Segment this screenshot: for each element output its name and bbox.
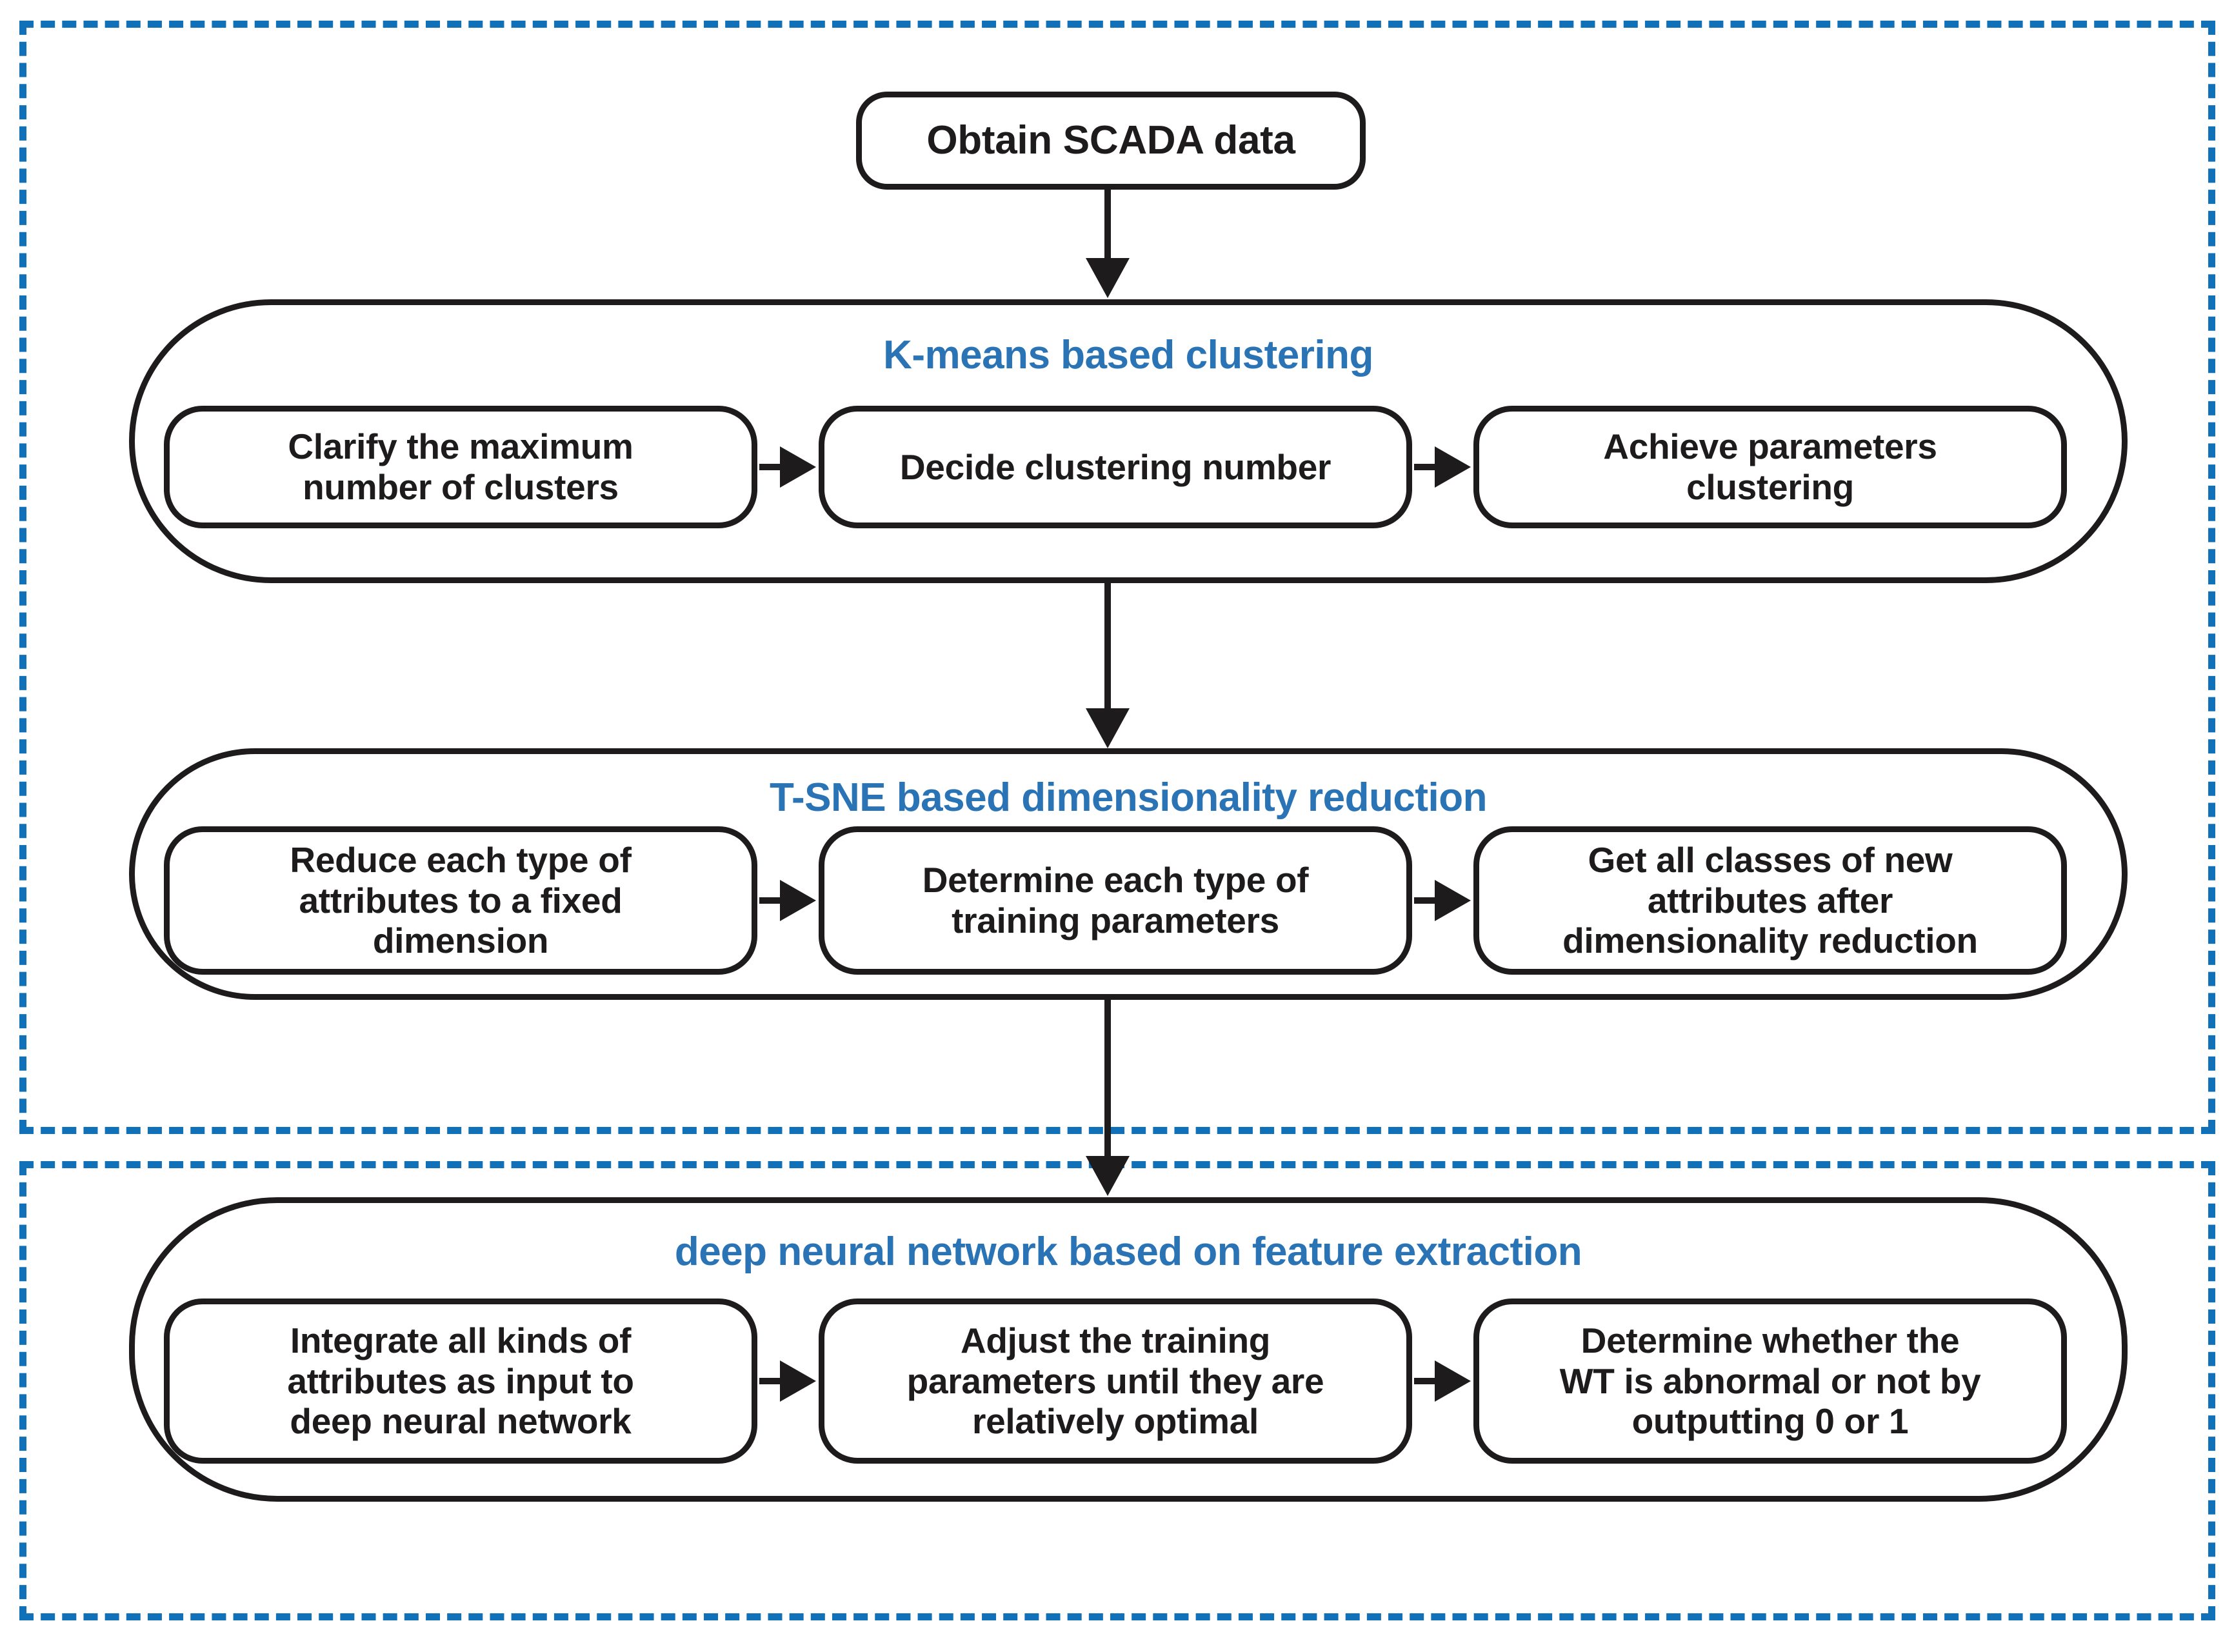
- stage-tsne-title: T-SNE based dimensionality reduction: [770, 775, 1488, 820]
- arrow-right-icon: [1435, 446, 1471, 488]
- arrow-right-icon: [780, 446, 816, 488]
- step-decide-clustering-number-label: Decide clustering number: [899, 446, 1331, 487]
- connector-line: [759, 464, 797, 470]
- step-achieve-parameters-clustering[interactable]: Achieve parameters clustering: [1473, 406, 2067, 528]
- step-determine-training-parameters[interactable]: Determine each type of training paramete…: [819, 826, 1412, 975]
- step-integrate-attributes-input[interactable]: Integrate all kinds of attributes as inp…: [164, 1299, 757, 1464]
- connector-line: [759, 897, 797, 904]
- arrow-right-icon: [780, 1360, 816, 1402]
- stage-kmeans-clustering: K-means based clustering Clarify the max…: [129, 299, 2128, 583]
- stage-kmeans-title: K-means based clustering: [883, 333, 1373, 377]
- connector-line: [1414, 1378, 1451, 1384]
- step-clarify-max-clusters-label: Clarify the maximum number of clusters: [288, 426, 633, 507]
- step-adjust-training-parameters-label: Adjust the training parameters until the…: [906, 1320, 1324, 1442]
- stage-tsne-dimensionality-reduction: T-SNE based dimensionality reduction Red…: [129, 748, 2128, 1000]
- connector-line: [759, 1378, 797, 1384]
- step-achieve-parameters-clustering-label: Achieve parameters clustering: [1603, 426, 1937, 507]
- arrow-right-icon: [1435, 880, 1471, 921]
- step-reduce-attributes-fixed-dimension[interactable]: Reduce each type of attributes to a fixe…: [164, 826, 757, 975]
- stage-dnn-title: deep neural network based on feature ext…: [674, 1229, 1582, 1274]
- step-adjust-training-parameters[interactable]: Adjust the training parameters until the…: [819, 1299, 1412, 1464]
- step-decide-clustering-number[interactable]: Decide clustering number: [819, 406, 1412, 528]
- step-reduce-attributes-fixed-dimension-label: Reduce each type of attributes to a fixe…: [290, 839, 632, 961]
- node-obtain-scada-data-label: Obtain SCADA data: [926, 117, 1295, 163]
- arrow-right-icon: [1435, 1360, 1471, 1402]
- step-determine-wt-abnormal[interactable]: Determine whether the WT is abnormal or …: [1473, 1299, 2067, 1464]
- step-clarify-max-clusters[interactable]: Clarify the maximum number of clusters: [164, 406, 757, 528]
- connector-line: [1414, 897, 1451, 904]
- stage-deep-neural-network: deep neural network based on feature ext…: [129, 1197, 2128, 1502]
- step-determine-wt-abnormal-label: Determine whether the WT is abnormal or …: [1559, 1320, 1981, 1442]
- preprocessing-region: [19, 21, 2215, 1134]
- connector-line: [1414, 464, 1451, 470]
- step-integrate-attributes-input-label: Integrate all kinds of attributes as inp…: [287, 1320, 634, 1442]
- step-get-new-attributes-label: Get all classes of new attributes after …: [1562, 839, 1978, 961]
- step-get-new-attributes[interactable]: Get all classes of new attributes after …: [1473, 826, 2067, 975]
- arrow-right-icon: [780, 880, 816, 921]
- node-obtain-scada-data[interactable]: Obtain SCADA data: [856, 92, 1366, 190]
- step-determine-training-parameters-label: Determine each type of training paramete…: [922, 860, 1309, 940]
